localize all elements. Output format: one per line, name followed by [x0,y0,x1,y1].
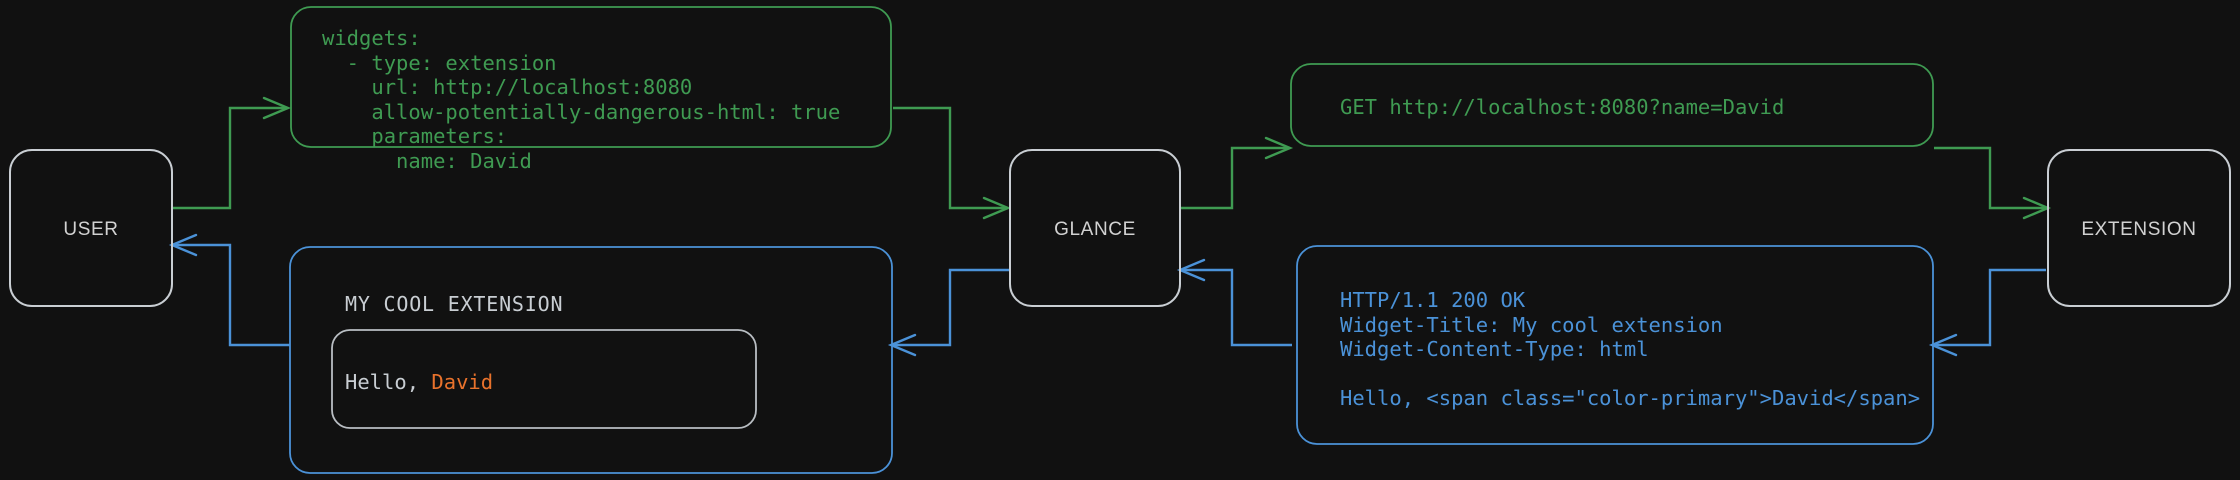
arrowhead-config-to-glance [982,196,1012,220]
edge-config-to-glance [893,106,1006,210]
edge-glance-to-widget [893,268,1010,347]
codebox-text-http-response: HTTP/1.1 200 OK Widget-Title: My cool ex… [1340,288,1921,410]
edge-glance-to-request [1180,146,1288,210]
codebox-outline-config-yaml [290,6,892,148]
arrowhead-extension-to-response [1928,333,1958,357]
blue-edge-group [168,233,2046,357]
widget-title: MY COOL EXTENSION [345,292,564,316]
widget-body-name: David [431,370,494,394]
edge-extension-to-response [1934,268,2046,347]
node-box-extension[interactable] [2047,149,2231,307]
arrowhead-glance-to-request [1264,136,1294,160]
codebox-outline-rendered-widget [289,246,893,474]
node-box-group [9,149,2231,307]
node-box-glance[interactable] [1009,149,1181,307]
edge-user-to-config [172,106,286,210]
node-label-extension: EXTENSION [2081,219,2196,240]
arrowhead-user-to-config [262,96,292,120]
green-edge-group [172,96,2052,220]
codebox-text-http-request: GET http://localhost:8080?name=David [1340,95,1785,119]
codebox-text-config-yaml: widgets: - type: extension url: http://l… [322,26,841,173]
node-label-user: USER [63,219,118,240]
widget-body-greeting: Hello, [345,370,432,394]
edge-response-to-glance [1182,268,1292,347]
widget-body: Hello, David [345,370,493,394]
edge-request-to-extension [1934,146,2046,210]
widget-inner-card-outline [331,329,757,429]
arrowhead-glance-to-widget [887,333,917,357]
codebox-outline-http-request [1290,63,1934,147]
node-box-user[interactable] [9,149,173,307]
node-label-glance: GLANCE [1054,219,1136,240]
edge-widget-to-user [174,243,290,347]
codebox-outline-http-response [1296,245,1934,445]
